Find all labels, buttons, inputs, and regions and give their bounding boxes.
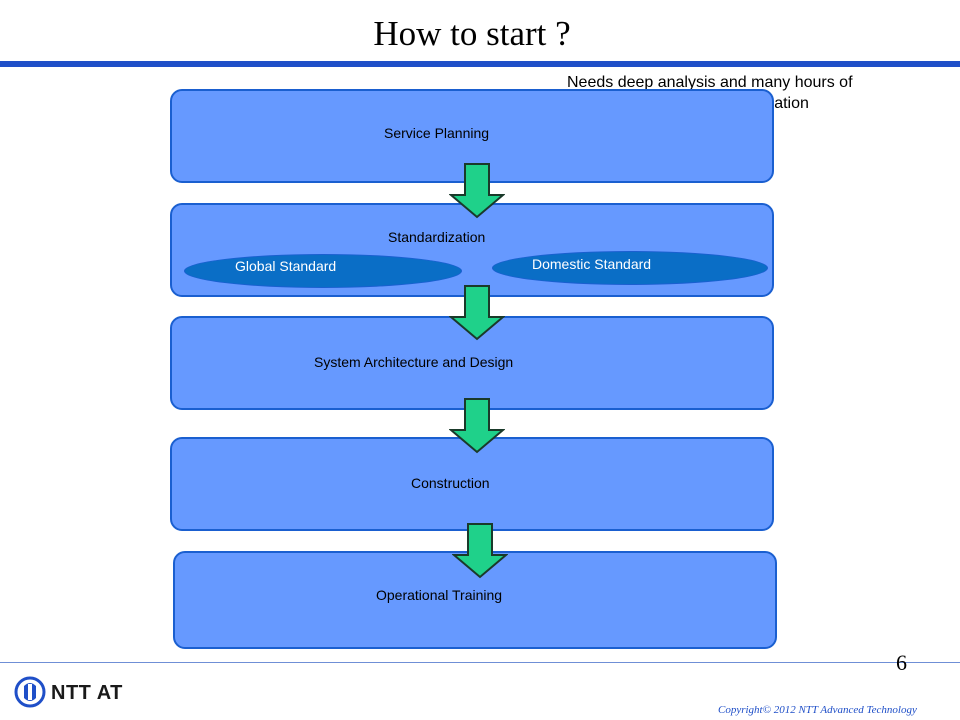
down-arrow-icon bbox=[452, 523, 508, 579]
note-line-1: Needs deep analysis and many hours of bbox=[567, 74, 853, 91]
stage-label: Construction bbox=[411, 475, 490, 491]
down-arrow-icon bbox=[449, 398, 505, 454]
domestic-standard-ellipse bbox=[492, 251, 768, 285]
ntt-logo-icon bbox=[14, 676, 46, 708]
global-standard-label: Global Standard bbox=[235, 258, 337, 274]
global-standard-ellipse bbox=[184, 254, 462, 288]
slide-title: How to start ? bbox=[373, 14, 571, 53]
stage-label: Standardization bbox=[388, 229, 486, 245]
copyright-notice: Copyright© 2012 NTT Advanced Technology bbox=[718, 704, 917, 716]
down-arrow-icon bbox=[449, 285, 505, 341]
stage-label: Service Planning bbox=[384, 125, 490, 141]
company-logo-text: NTT AT bbox=[51, 682, 123, 704]
domestic-standard-label: Domestic Standard bbox=[532, 256, 652, 272]
stage-label: Operational Training bbox=[376, 587, 503, 603]
title-divider bbox=[0, 61, 960, 67]
footer-divider bbox=[0, 662, 960, 663]
stage-label: System Architecture and Design bbox=[314, 354, 514, 370]
page-number: 6 bbox=[896, 650, 907, 675]
down-arrow-icon bbox=[449, 163, 505, 219]
